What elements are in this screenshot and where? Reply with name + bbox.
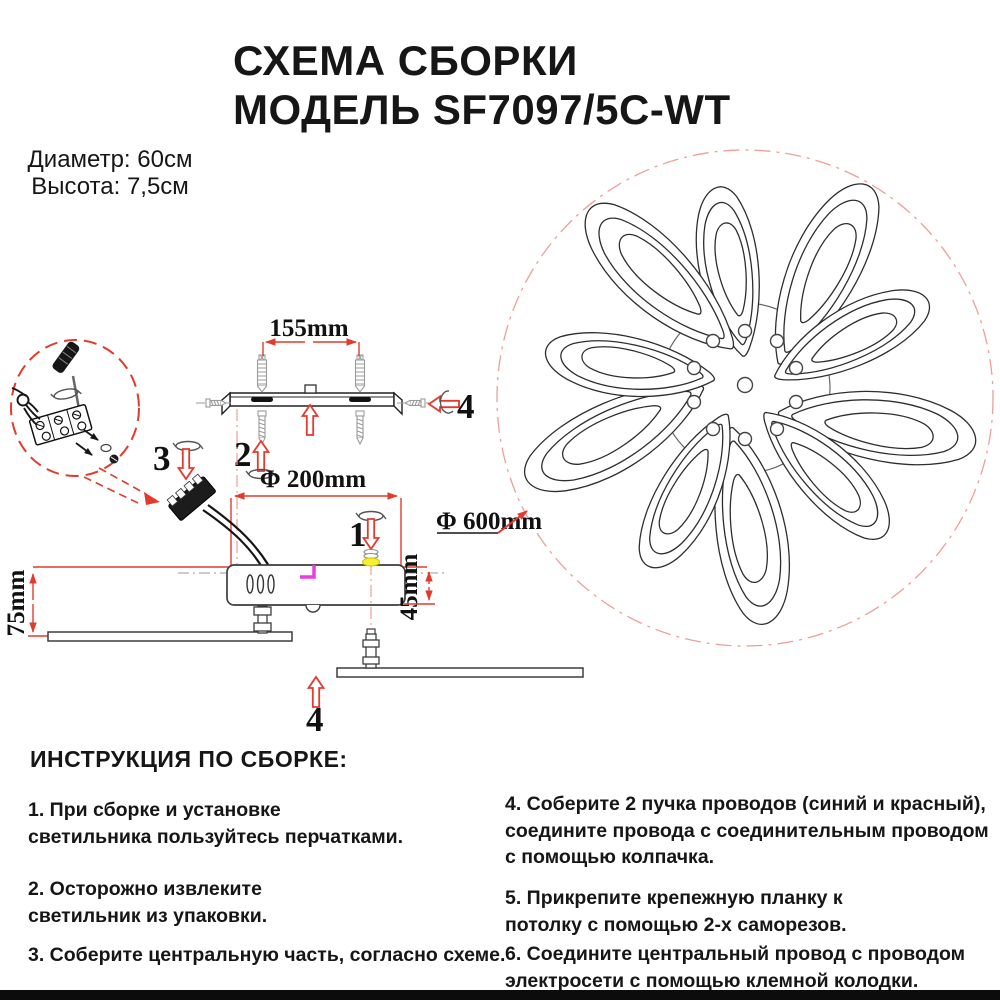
dim-200: Φ 200mm bbox=[230, 466, 402, 566]
bottom-border-bar bbox=[0, 990, 1000, 1000]
body-bump bbox=[305, 604, 321, 613]
wire-connector bbox=[166, 473, 270, 568]
step-3-number: 3 bbox=[153, 439, 171, 478]
vent-slots bbox=[246, 574, 275, 594]
instruction-item-6: 6. Соедините центральный провод с провод… bbox=[505, 943, 966, 992]
bubble-leader bbox=[83, 467, 160, 505]
screwdriver bbox=[49, 341, 83, 410]
screw-holes bbox=[686, 323, 804, 447]
step-1-marker: 1 bbox=[349, 510, 387, 567]
instructions-heading: ИНСТРУКЦИЯ ПО СБОРКЕ: bbox=[30, 746, 348, 772]
dim-75: 75mm bbox=[3, 570, 50, 637]
side-screws bbox=[196, 398, 433, 408]
part-pointers bbox=[75, 429, 119, 464]
dim-155-label: 155mm bbox=[269, 315, 348, 342]
diameter-dash-circle bbox=[496, 149, 994, 647]
dim-155: 155mm bbox=[262, 315, 360, 356]
instruction-item-2: 2. Осторожно извлеките светильник из упа… bbox=[28, 878, 268, 927]
fixture-top-view bbox=[487, 130, 994, 647]
bracket-slot-right bbox=[349, 397, 371, 402]
page-title: СХЕМА СБОРКИ МОДЕЛЬ SF7097/5C-WT bbox=[233, 36, 731, 134]
title-line1: СХЕМА СБОРКИ bbox=[233, 37, 578, 84]
magenta-mark bbox=[300, 565, 316, 579]
title-line2: МОДЕЛЬ SF7097/5C-WT bbox=[233, 86, 731, 133]
ceiling-plate-detached bbox=[336, 628, 584, 678]
spec-height: Высота: 7,5см bbox=[31, 173, 189, 200]
ceiling-plate-attached bbox=[47, 605, 293, 642]
bracket-slot-left bbox=[251, 397, 273, 402]
instruction-item-3: 3. Соберите центральную часть, согласно … bbox=[28, 944, 506, 966]
step-2-number: 2 bbox=[234, 435, 252, 474]
instruction-item-1: 1. При сборке и установке светильника по… bbox=[28, 799, 404, 848]
mounting-bracket bbox=[221, 384, 403, 416]
step-4-side-marker: 4 bbox=[428, 387, 475, 426]
spec-diameter: Диаметр: 60см bbox=[27, 146, 193, 173]
dim-45: 45mm bbox=[396, 554, 435, 621]
instruction-item-5: 5. Прикрепите крепежную планку к потолку… bbox=[505, 887, 847, 936]
dim-75-label: 75mm bbox=[3, 570, 30, 637]
dim-45-label: 45mm bbox=[396, 554, 423, 621]
step-3-marker: 3 bbox=[153, 439, 204, 480]
wires bbox=[11, 387, 41, 426]
terminal-block bbox=[28, 403, 93, 446]
step-2-marker: 2 bbox=[234, 435, 277, 480]
bracket-insert-arrow bbox=[301, 404, 319, 436]
step-4-side-number: 4 bbox=[457, 387, 475, 426]
yellow-highlight bbox=[362, 557, 380, 567]
dim-200-label: Φ 200mm bbox=[260, 466, 366, 493]
step-4-bottom-number: 4 bbox=[306, 700, 324, 739]
step-4-bottom-marker: 4 bbox=[306, 676, 325, 739]
product-specs: Диаметр: 60см Высота: 7,5см bbox=[0, 146, 220, 200]
detail-bubble bbox=[10, 339, 160, 505]
instruction-item-4: 4. Соберите 2 пучка проводов (синий и кр… bbox=[505, 793, 989, 868]
step-1-number: 1 bbox=[349, 515, 367, 554]
dim-600-callout: Φ 600mm bbox=[436, 508, 542, 535]
canopy-body bbox=[226, 564, 406, 613]
